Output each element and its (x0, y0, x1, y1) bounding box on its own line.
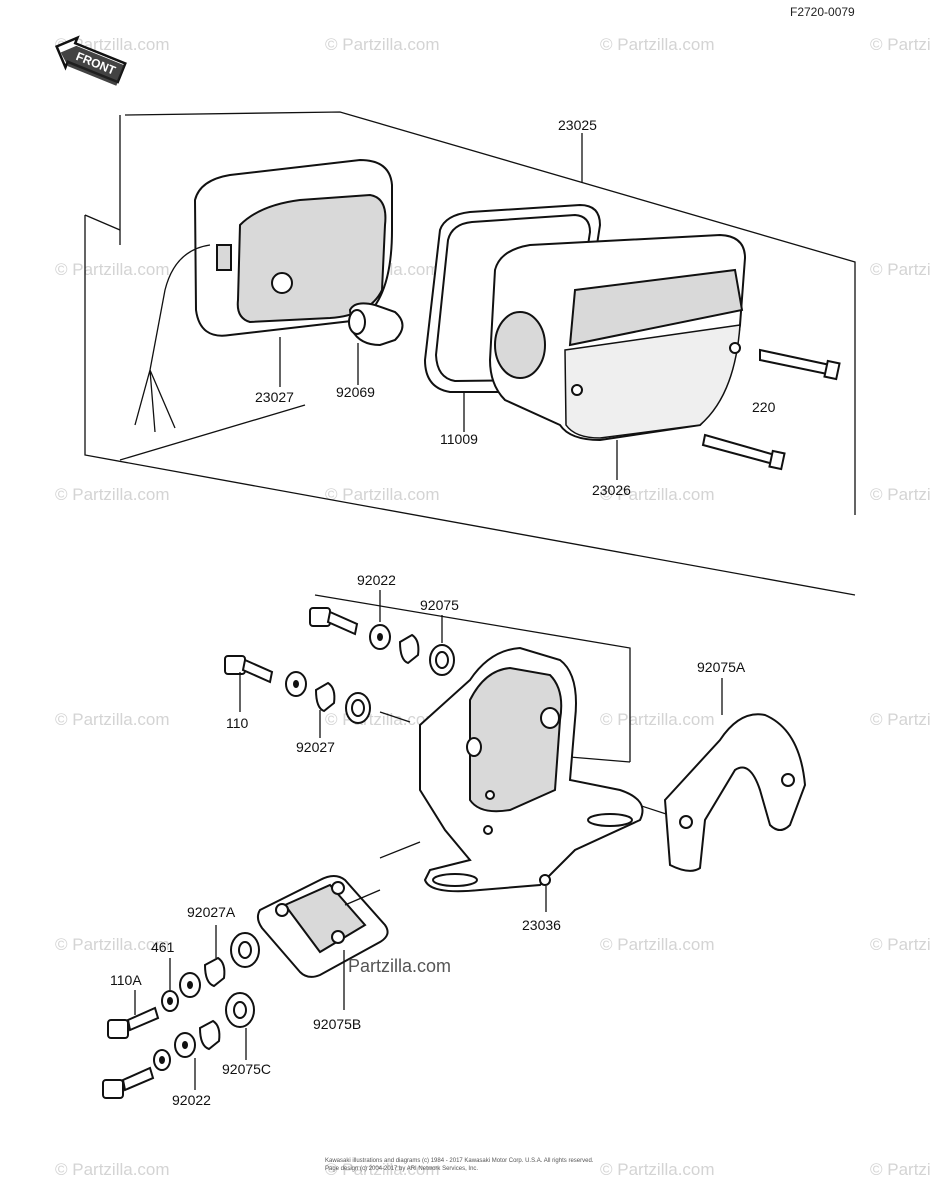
front-arrow-icon: FRONT (54, 35, 127, 86)
watermark: © Partzilla.com (870, 1160, 930, 1179)
leader-lines-upper (279, 133, 618, 480)
washer-110-row (285, 671, 307, 697)
washer-92022-bottom (174, 972, 201, 1058)
watermark: © Partzilla.com (600, 935, 715, 954)
watermark-layer: © Partzilla.com © Partzilla.com © Partzi… (55, 35, 930, 1179)
part-label-23027: 23027 (255, 389, 294, 405)
watermark: © Partzilla.com (55, 1160, 170, 1179)
footer-page-design: Page design (c) 2004-2017 by ARI Network… (325, 1166, 478, 1172)
watermark: © Partzilla.com (870, 260, 930, 279)
bolt-110A (107, 1006, 160, 1039)
watermark: © Partzilla.com (600, 485, 715, 504)
part-label-110: 110 (226, 715, 249, 731)
bulb-92069 (348, 302, 404, 347)
watermark: © Partzilla.com (870, 710, 930, 729)
watermark: © Partzilla.com (870, 485, 930, 504)
part-labels: 23025 23027 92069 11009 220 23026 92022 … (110, 117, 776, 1108)
watermark: © Partzilla.com (600, 710, 715, 729)
lens-23026 (488, 233, 747, 442)
part-label-220: 220 (752, 399, 776, 415)
leader-lines-lower (134, 590, 723, 1090)
watermark: © Partzilla.com (325, 35, 440, 54)
watermark: © Partzilla.com (55, 485, 170, 504)
footer-copyright: Kawasaki illustrations and diagrams (c) … (325, 1158, 594, 1164)
bracket-23036 (419, 646, 644, 893)
watermark: © Partzilla.com (55, 710, 170, 729)
part-label-92075C: 92075C (222, 1061, 271, 1077)
bolt-110 (224, 655, 274, 684)
watermark: © Partzilla.com (55, 260, 170, 279)
part-label-92027: 92027 (296, 739, 335, 755)
collar-top (398, 633, 420, 665)
taillight-assembly-outline (84, 111, 856, 596)
part-label-92022-bottom: 92022 (172, 1092, 211, 1108)
part-label-461: 461 (151, 939, 175, 955)
watermark: © Partzilla.com (55, 935, 170, 954)
plate-92075A (663, 713, 807, 872)
bolt-top (309, 607, 359, 636)
part-label-92075: 92075 (420, 597, 459, 613)
watermark: © Partzilla.com (325, 485, 440, 504)
nut-461 (153, 990, 179, 1071)
part-label-92069: 92069 (336, 384, 375, 400)
taillight-base-23027 (134, 158, 393, 433)
part-label-92075B: 92075B (313, 1016, 361, 1032)
inline-watermark: Partzilla.com (348, 956, 451, 976)
part-label-92027A: 92027A (187, 904, 236, 920)
bolt-lower (102, 1066, 155, 1099)
watermark: © Partzilla.com (870, 935, 930, 954)
part-label-110A: 110A (110, 972, 142, 988)
part-label-23036: 23036 (522, 917, 561, 933)
part-label-23025: 23025 (558, 117, 597, 133)
part-label-92022-top: 92022 (357, 572, 396, 588)
part-label-11009: 11009 (440, 431, 478, 447)
diagram-code: F2720-0079 (790, 5, 855, 19)
part-label-23026: 23026 (592, 482, 631, 498)
part-label-92075A: 92075A (697, 659, 746, 675)
washer-92022-top (369, 624, 391, 650)
grommet-92075-top (429, 644, 455, 676)
collar-92027 (314, 681, 336, 713)
watermark: © Partzilla.com (600, 35, 715, 54)
collar-92027A (198, 956, 226, 1051)
watermark: © Partzilla.com (870, 35, 930, 54)
grommet-row2 (345, 692, 371, 724)
screw-220 (701, 348, 841, 471)
watermark: © Partzilla.com (600, 1160, 715, 1179)
grommet-92075C (225, 932, 260, 1028)
watermark: © Partzilla.com (325, 1160, 440, 1179)
